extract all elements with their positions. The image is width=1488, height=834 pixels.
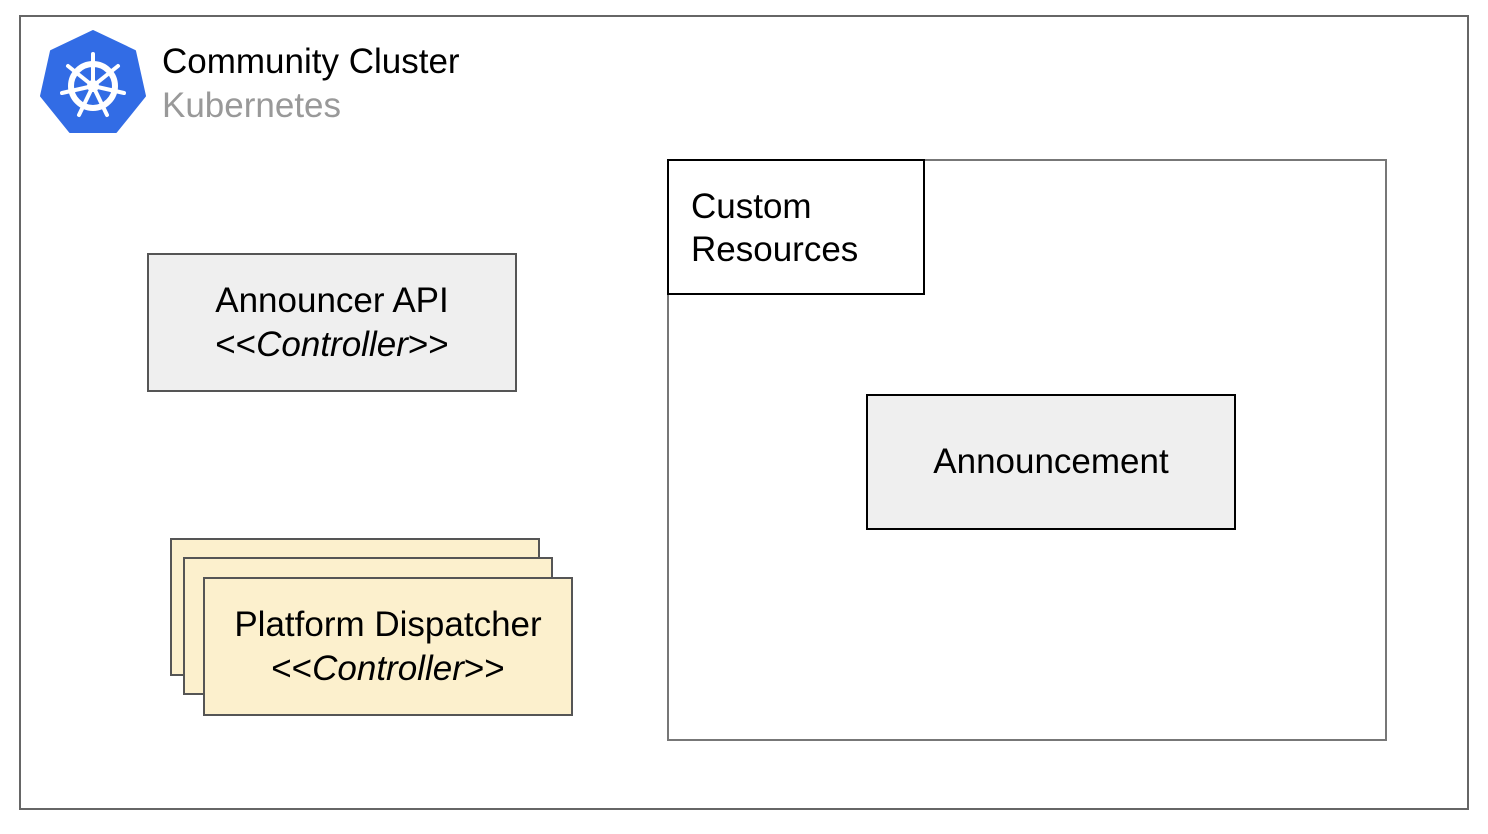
announcer-api-controller: Announcer API <<Controller>> <box>147 253 517 392</box>
announcement-resource-name: Announcement <box>933 442 1169 481</box>
announcement-resource: Announcement <box>866 394 1236 530</box>
announcer-api-stereotype: <<Controller>> <box>215 324 449 364</box>
cluster-subtitle: Kubernetes <box>162 86 342 125</box>
announcer-api-name: Announcer API <box>215 280 449 320</box>
platform-dispatcher-controller: Platform Dispatcher <<Controller>> <box>203 577 573 716</box>
cluster-title: Community Cluster <box>162 42 460 81</box>
platform-dispatcher-stereotype: <<Controller>> <box>271 648 505 688</box>
kubernetes-logo-icon <box>40 30 146 133</box>
platform-dispatcher-name: Platform Dispatcher <box>234 604 542 644</box>
custom-resources-label-box: Custom Resources <box>667 159 925 295</box>
custom-resources-label: Custom Resources <box>691 187 859 269</box>
